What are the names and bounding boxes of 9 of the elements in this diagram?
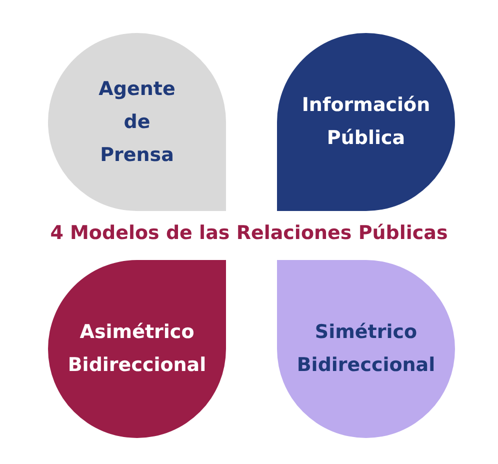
teardrop-shape — [48, 260, 226, 438]
model-label: Asimétrico Bidireccional — [66, 320, 208, 378]
teardrop-shape — [48, 33, 226, 211]
model-label: Simétrico Bidireccional — [296, 320, 436, 378]
teardrop-shape — [277, 33, 455, 211]
diagram-title: 4 Modelos de las Relaciones Públicas — [49, 222, 449, 244]
teardrop-shape — [277, 260, 455, 438]
model-label: Información Pública — [300, 93, 432, 151]
model-label: Agente de Prensa — [98, 76, 176, 168]
